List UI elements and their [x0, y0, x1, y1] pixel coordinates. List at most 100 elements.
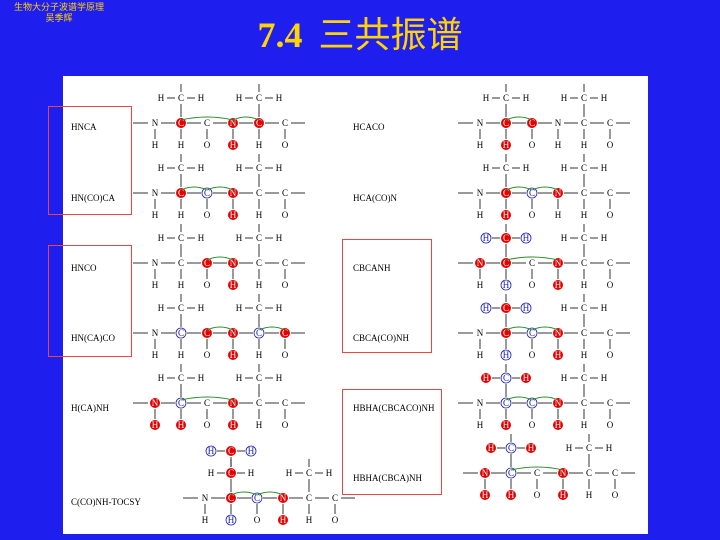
hncoca-side-c-0: C — [178, 163, 184, 173]
hnco-sub-1: H — [178, 280, 185, 290]
hbhacbcaconh-atom-0: N — [477, 398, 484, 408]
hcanh-atom-0: N — [152, 398, 159, 408]
hnco-sub-5: O — [282, 280, 289, 290]
hcaco-sub-0: H — [477, 140, 484, 150]
cbcaconh-side-h1-0-ring — [480, 302, 492, 314]
structure-diagrams: N C C N C C H H O H H O C H H C H H N C C N C C H H O H H O C H H C H H N C C N… — [133, 84, 635, 526]
label-hnca: HNCA — [71, 122, 97, 132]
ccotocsy-side-h2-0: H — [248, 468, 255, 478]
hncoca-atom-2-ring — [201, 187, 213, 199]
hbhacbcaconh-sub-1-highlight — [501, 420, 511, 430]
hncoca-atom-4: C — [256, 188, 262, 198]
hcacon-side-h1-1: H — [561, 163, 568, 173]
hncoca-sub-5: O — [282, 210, 289, 220]
hnco-atom-4: C — [256, 258, 262, 268]
hnco-sub-4: H — [256, 280, 263, 290]
cbcaconh-atom-2-ring — [526, 327, 538, 339]
hcacon-side-c-0: C — [503, 163, 509, 173]
hncoca-atom-5: C — [282, 188, 288, 198]
cbcaconh-sub-2: O — [529, 350, 536, 360]
hnco-atom-3-highlight — [228, 258, 238, 268]
hnca-atom-3: N — [230, 118, 237, 128]
ccotocsy-hg2-ring — [245, 445, 257, 457]
cbcaconh-atom-5: C — [607, 328, 613, 338]
hcacon-side-h1-0: H — [483, 163, 490, 173]
coupling-arc — [531, 186, 559, 191]
hnca-side-c-1: C — [256, 93, 262, 103]
hbhacbcanh-side-h1-0: H — [488, 443, 495, 453]
hbhacbcaconh-side-h1-1: H — [561, 373, 568, 383]
hcanh-atom-0-highlight — [150, 398, 160, 408]
hcacon-atom-4: C — [581, 188, 587, 198]
cbcanh-sub-1: H — [503, 280, 510, 290]
cbcaconh-atom-4: C — [581, 328, 587, 338]
ccotocsy-atom-2-ring — [251, 492, 263, 504]
coupling-arc — [206, 186, 234, 191]
hnca-atom-3-highlight — [228, 118, 238, 128]
group-box-hnco — [48, 245, 132, 357]
hcanh-sub-5: O — [282, 420, 289, 430]
hcacon-atom-0: N — [477, 188, 484, 198]
hnca-atom-2: C — [204, 118, 210, 128]
hncaco-atom-3: N — [230, 328, 237, 338]
hcacon-side-h2-0: H — [523, 163, 530, 173]
credit-author: 吴季辉 — [45, 14, 73, 24]
hcaco-atom-2-highlight — [527, 118, 537, 128]
hncaco-atom-4-ring — [253, 327, 265, 339]
ccotocsy-sub-1-ring — [225, 514, 237, 526]
cbcanh-atom-5: C — [607, 258, 613, 268]
hcaco-sub-4: H — [581, 140, 588, 150]
label-hbhacbcanh: HBHA(CBCA)NH — [353, 473, 423, 483]
cbcaconh-side-h2-0-ring — [520, 302, 532, 314]
hbhacbcanh-atom-2: C — [534, 468, 540, 478]
cbcanh-side-h1-0-ring — [480, 232, 492, 244]
ccotocsy-atom-0: N — [202, 493, 209, 503]
hbhacbcanh-atom-5: C — [612, 468, 618, 478]
hcanh-atom-1-ring — [175, 397, 187, 409]
hcaco-atom-0: N — [477, 118, 484, 128]
hncoca-atom-3-highlight — [228, 188, 238, 198]
ccotocsy-atom-2: C — [254, 493, 260, 503]
hnco-sub-3-highlight — [228, 280, 238, 290]
cbcaconh-atom-3-highlight — [553, 328, 563, 338]
hncaco-atom-5-highlight — [280, 328, 290, 338]
hbhacbcanh-side-c-0-ring — [505, 442, 517, 454]
hncoca-sub-2: O — [204, 210, 211, 220]
hnca-side-c-0: C — [178, 93, 184, 103]
hbhacbcaconh-side-h2-0-highlight — [521, 373, 531, 383]
ccotocsy-sub-1: H — [228, 515, 235, 525]
hncaco-atom-3-highlight — [228, 328, 238, 338]
coupling-arc — [180, 396, 234, 401]
hbhacbcanh-side-c-1: C — [586, 443, 592, 453]
cbcaconh-side-c-0: C — [503, 303, 509, 313]
hcaco-atom-5: C — [607, 118, 613, 128]
hbhacbcaconh-side-c-1: C — [581, 373, 587, 383]
cbcanh-side-c-0: C — [503, 233, 509, 243]
ccotocsy-side-h2-1: H — [326, 468, 333, 478]
hncaco-atom-5: C — [282, 328, 288, 338]
cbcaconh-sub-3-highlight — [553, 350, 563, 360]
hbhacbcaconh-sub-3-highlight — [553, 420, 563, 430]
hbhacbcaconh-side-h2-0: H — [523, 373, 530, 383]
hcaco-side-h2-1: H — [601, 93, 608, 103]
hbhacbcanh-side-h2-1: H — [606, 443, 613, 453]
hcanh-side-h1-1: H — [236, 373, 243, 383]
hcacon-atom-1: C — [503, 188, 509, 198]
hcaco-atom-1-highlight — [501, 118, 511, 128]
hcanh-atom-3-highlight — [228, 398, 238, 408]
cbcanh-atom-0: N — [477, 258, 484, 268]
hnca-sub-4: H — [256, 140, 263, 150]
hnco-atom-3: N — [230, 258, 237, 268]
coupling-arc — [531, 326, 559, 331]
hnco-side-h1-0: H — [158, 233, 165, 243]
hnco-atom-5: C — [282, 258, 288, 268]
coupling-arc — [505, 396, 533, 401]
hnca-sub-2: O — [204, 140, 211, 150]
ccotocsy-atom-1: C — [228, 493, 234, 503]
hbhacbcanh-sub-2: O — [534, 490, 541, 500]
ccotocsy-side-h1-0: H — [208, 468, 215, 478]
hcaco-atom-2: C — [529, 118, 535, 128]
hbhacbcaconh-side-h1-0-highlight — [481, 373, 491, 383]
hncaco-sub-4: H — [256, 350, 263, 360]
